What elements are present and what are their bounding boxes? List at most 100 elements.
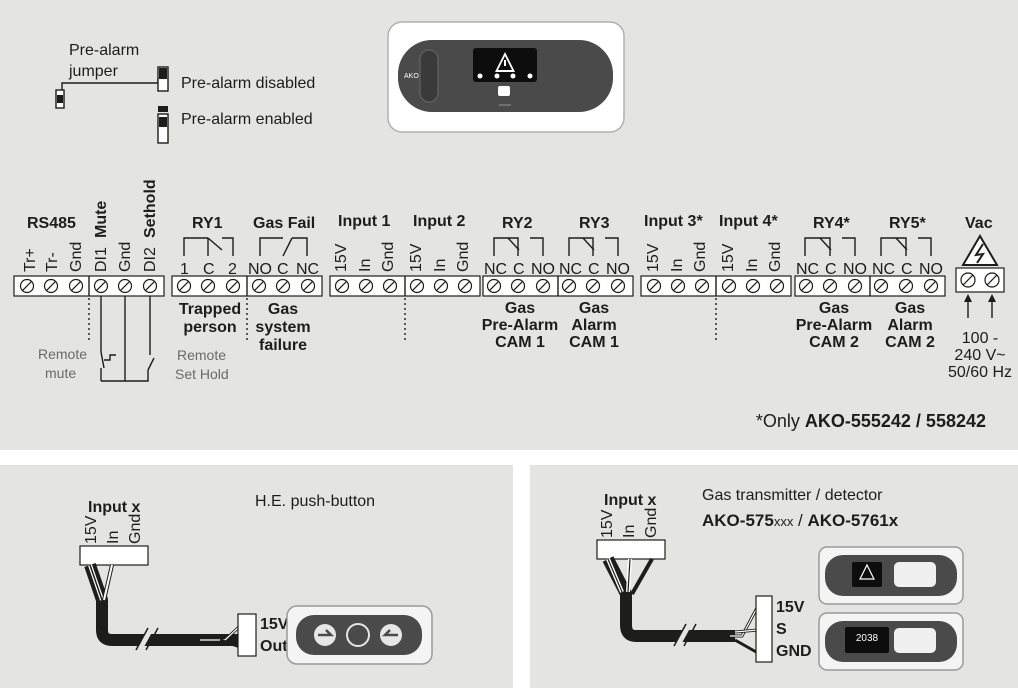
desc-ry2-2: Pre-Alarm — [482, 317, 558, 334]
warning-icon — [859, 563, 875, 580]
term-label: DI2 — [142, 247, 159, 272]
term-label: In — [357, 259, 374, 272]
screw-slot — [825, 281, 835, 291]
desc-gasfail-1: Gas — [268, 301, 298, 318]
screw-slot — [228, 281, 238, 291]
pb-out-terminal — [237, 613, 257, 657]
gt-input-label: Input x — [604, 492, 657, 509]
screw-slot — [254, 281, 264, 291]
arrow-up-icon — [964, 294, 972, 302]
footnote-prefix: *Only — [756, 411, 805, 431]
desc-ry4-1: Gas — [819, 300, 849, 317]
term-label: Tr+ — [22, 248, 39, 272]
pushbutton-section: Input x 15V In Gnd H.E. push-button 15V … — [79, 493, 433, 665]
term-label: 1 — [180, 261, 189, 278]
transmitter-section: Input x 15V In Gnd Gas transmitter / det… — [596, 487, 964, 671]
heading-ry2: RY2 — [502, 215, 533, 232]
arrow-up-icon — [988, 294, 996, 302]
term-label: 15V — [720, 243, 737, 272]
term-label: 15V — [333, 243, 350, 272]
gt-models: AKO-575xxx / AKO-5761x — [702, 511, 899, 530]
desc-trapped-2: person — [183, 319, 236, 336]
gt-out-s: S — [776, 621, 787, 638]
prealarm-disabled-label: Pre-alarm disabled — [181, 75, 315, 92]
heading-rs485: RS485 — [27, 215, 76, 232]
term-label: NO — [248, 261, 272, 278]
jumper-label-line1: Pre-alarm — [69, 42, 139, 59]
screw-slot — [649, 281, 659, 291]
heading-ry5: RY5* — [889, 215, 927, 232]
device-picture: AKO — [387, 21, 625, 133]
desc-trapped-1: Trapped — [179, 301, 241, 318]
gt-terminal-block — [596, 539, 666, 560]
term-label: 15V — [83, 515, 100, 544]
screw-slot — [412, 281, 422, 291]
term-label: In — [621, 525, 638, 538]
prealarm-legend: Pre-alarm jumper Pre-alarm disabled Pre-… — [55, 42, 315, 144]
term-label: 15V — [645, 243, 662, 272]
term-label: Gnd — [643, 508, 660, 538]
screw-slot — [801, 281, 811, 291]
dashed-separators — [88, 298, 717, 342]
term-label: NO — [843, 261, 867, 278]
footnote: *Only AKO-555242 / 558242 — [756, 411, 986, 431]
button-ring-icon — [346, 623, 370, 647]
screw-slot — [926, 281, 936, 291]
term-label: Gnd — [68, 242, 85, 272]
term-label: Gnd — [380, 242, 397, 272]
screw-slot — [901, 281, 911, 291]
desc-gasfail-3: failure — [259, 337, 307, 354]
desc-ry3-1: Gas — [579, 300, 609, 317]
heading-ry3: RY3 — [579, 215, 610, 232]
term-label: NC — [559, 261, 582, 278]
screw-slot — [513, 281, 523, 291]
desc-power-2: 240 V~ — [954, 347, 1005, 364]
gt-model-separator: / — [793, 511, 807, 530]
jumper-label-line2: jumper — [68, 63, 119, 80]
high-voltage-icon — [961, 234, 999, 266]
term-label: In — [432, 259, 449, 272]
screw-slot — [361, 281, 371, 291]
gt-title: Gas transmitter / detector — [702, 487, 883, 504]
term-label: C — [825, 261, 837, 278]
desc-ry4-3: CAM 2 — [809, 334, 859, 351]
term-label: 15V — [599, 509, 616, 538]
remote-sethold-line2: Set Hold — [175, 366, 229, 382]
desc-power-1: 100 - — [962, 330, 998, 347]
desc-ry5-2: Alarm — [887, 317, 932, 334]
heading-input3: Input 3* — [644, 213, 703, 230]
remote-switch-wiring: Remote mute Remote Set Hold — [38, 296, 229, 382]
gt-out-gnd: GND — [776, 643, 812, 660]
screw-slot — [460, 281, 470, 291]
term-label: Gnd — [117, 242, 134, 272]
desc-ry2-3: CAM 1 — [495, 334, 545, 351]
gt-model-a: AKO-575 — [702, 511, 774, 530]
term-label: NC — [484, 261, 507, 278]
term-label: Gnd — [455, 242, 472, 272]
term-label: Gnd — [767, 242, 784, 272]
screw-slot — [46, 281, 56, 291]
term-label: 2 — [228, 261, 237, 278]
term-label: NO — [606, 261, 630, 278]
desc-ry5-1: Gas — [895, 300, 925, 317]
heading-mute: Mute — [93, 201, 110, 238]
heading-sethold: Sethold — [142, 179, 159, 238]
screw-slot — [772, 281, 782, 291]
desc-ry2-1: Gas — [505, 300, 535, 317]
screw-slot — [489, 281, 499, 291]
term-label: NC — [872, 261, 895, 278]
device-brand: AKO — [404, 73, 419, 80]
desc-gasfail-2: system — [255, 319, 310, 336]
relay-descriptions: Trapped person Gas system failure Gas Pr… — [179, 300, 1012, 381]
screw-slot — [673, 281, 683, 291]
heading-input1: Input 1 — [338, 213, 391, 230]
term-label: C — [277, 261, 289, 278]
screw-slot — [876, 281, 886, 291]
term-label: 15V — [408, 243, 425, 272]
remote-mute-line1: Remote — [38, 346, 87, 362]
term-label: Gnd — [692, 242, 709, 272]
term-label: Gnd — [127, 514, 144, 544]
group-headings: RS485 Mute Sethold RY1 Gas Fail Input 1 … — [27, 179, 993, 238]
prealarm-enabled-label: Pre-alarm enabled — [181, 111, 313, 128]
screw-slot — [588, 281, 598, 291]
